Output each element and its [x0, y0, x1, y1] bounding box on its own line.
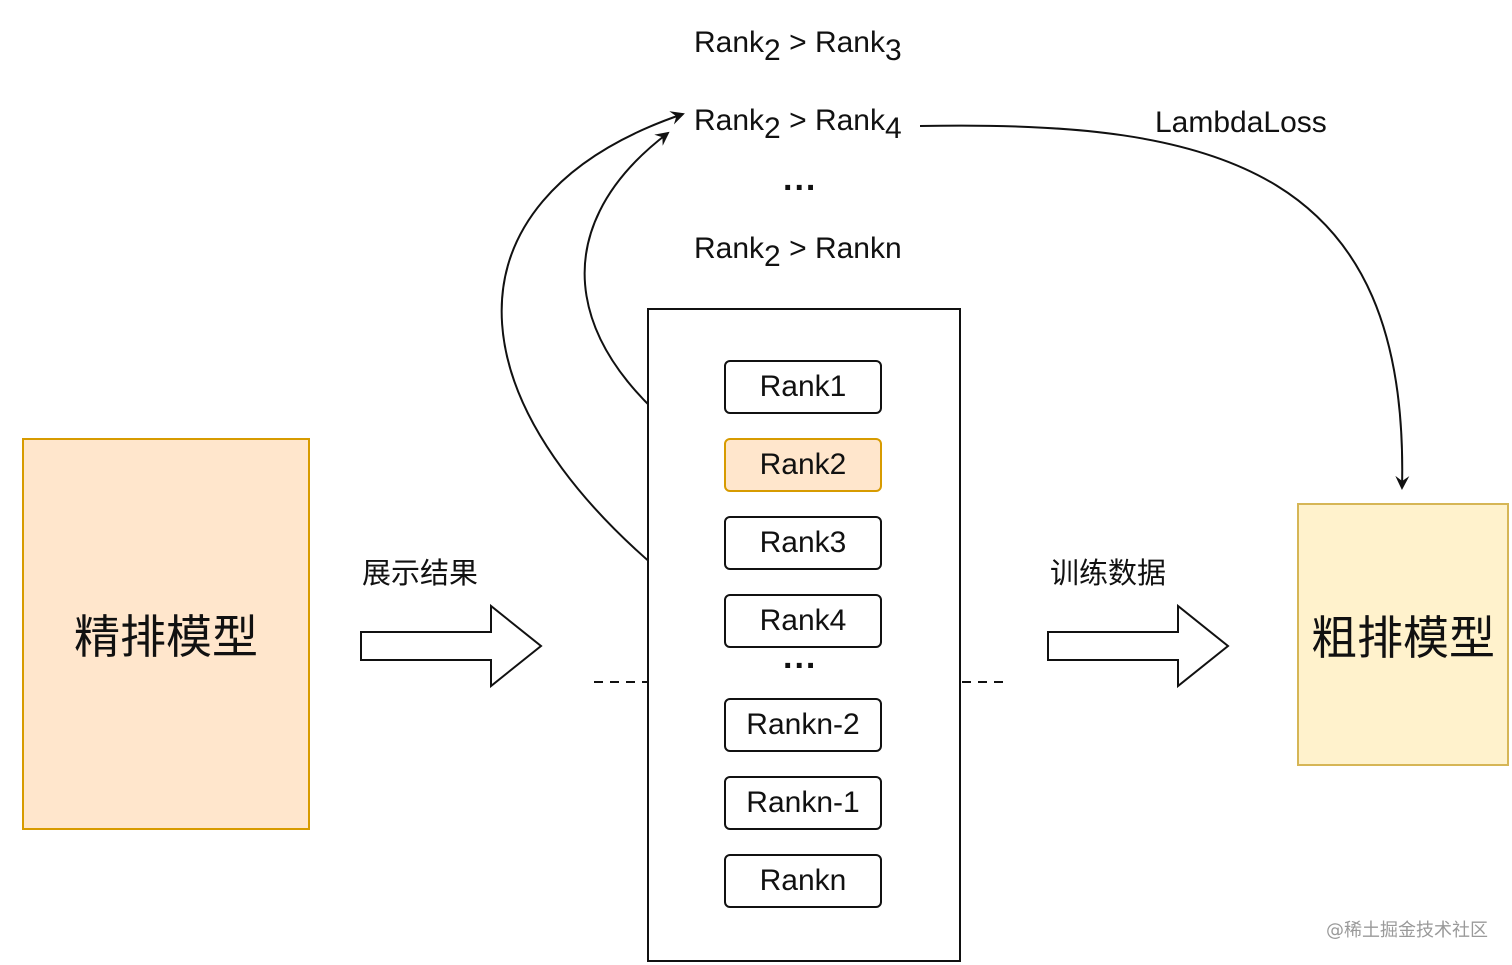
rank-item-label: Rank [759, 864, 830, 897]
coarse-ranking-model-label: 粗排模型 [1311, 610, 1495, 665]
rank-item-label: Rank [759, 604, 830, 637]
show-results-label: 展示结果 [362, 556, 479, 590]
pair-comparison: Rank2 > Rank3 [694, 26, 902, 66]
pair-left: Rank [694, 104, 765, 137]
pair-left: Rank [694, 232, 765, 265]
pair-operator: > [789, 104, 807, 137]
training-data-label: 训练数据 [1050, 556, 1167, 590]
rank-item-label: Rank [759, 526, 830, 559]
rank-item-label: Rank [746, 786, 817, 819]
pair-left: Rank [694, 26, 765, 59]
pair-left-sub: 2 [764, 240, 781, 273]
pair-right-sub: 4 [885, 112, 902, 145]
list-ellipsis: ... [783, 638, 818, 676]
show-results-arrow [360, 603, 543, 689]
coarse-ranking-model: 粗排模型 [1297, 503, 1509, 766]
watermark: @稀土掘金技术社区 [1326, 920, 1488, 941]
pair-comparison: Rank2 > Rank4 [694, 104, 902, 144]
pair-right: Rankn [814, 232, 902, 265]
pair-operator: > [789, 232, 807, 265]
pair-comparison: Rank2 > Rankn [694, 232, 902, 272]
training-data-arrow [1047, 603, 1230, 689]
lambdaloss-curve [919, 124, 1410, 490]
pairs-ellipsis: ... [783, 160, 818, 198]
pair-right-sub: 3 [885, 34, 902, 67]
rank4-to-pair-curve [500, 111, 725, 621]
lambdaloss-label: LambdaLoss [1155, 106, 1327, 139]
fine-ranking-model: 精排模型 [22, 438, 310, 830]
pair-right: Rank [814, 26, 885, 59]
pair-left-sub: 2 [764, 34, 781, 67]
pair-left-sub: 2 [764, 112, 781, 145]
fine-ranking-model-label: 精排模型 [74, 610, 258, 664]
rank-item-label: Rank [746, 708, 817, 741]
rank-item-label: Rank [759, 370, 830, 403]
rank-item-label: Rank [759, 448, 830, 481]
pair-operator: > [789, 26, 807, 59]
pair-right: Rank [814, 104, 885, 137]
